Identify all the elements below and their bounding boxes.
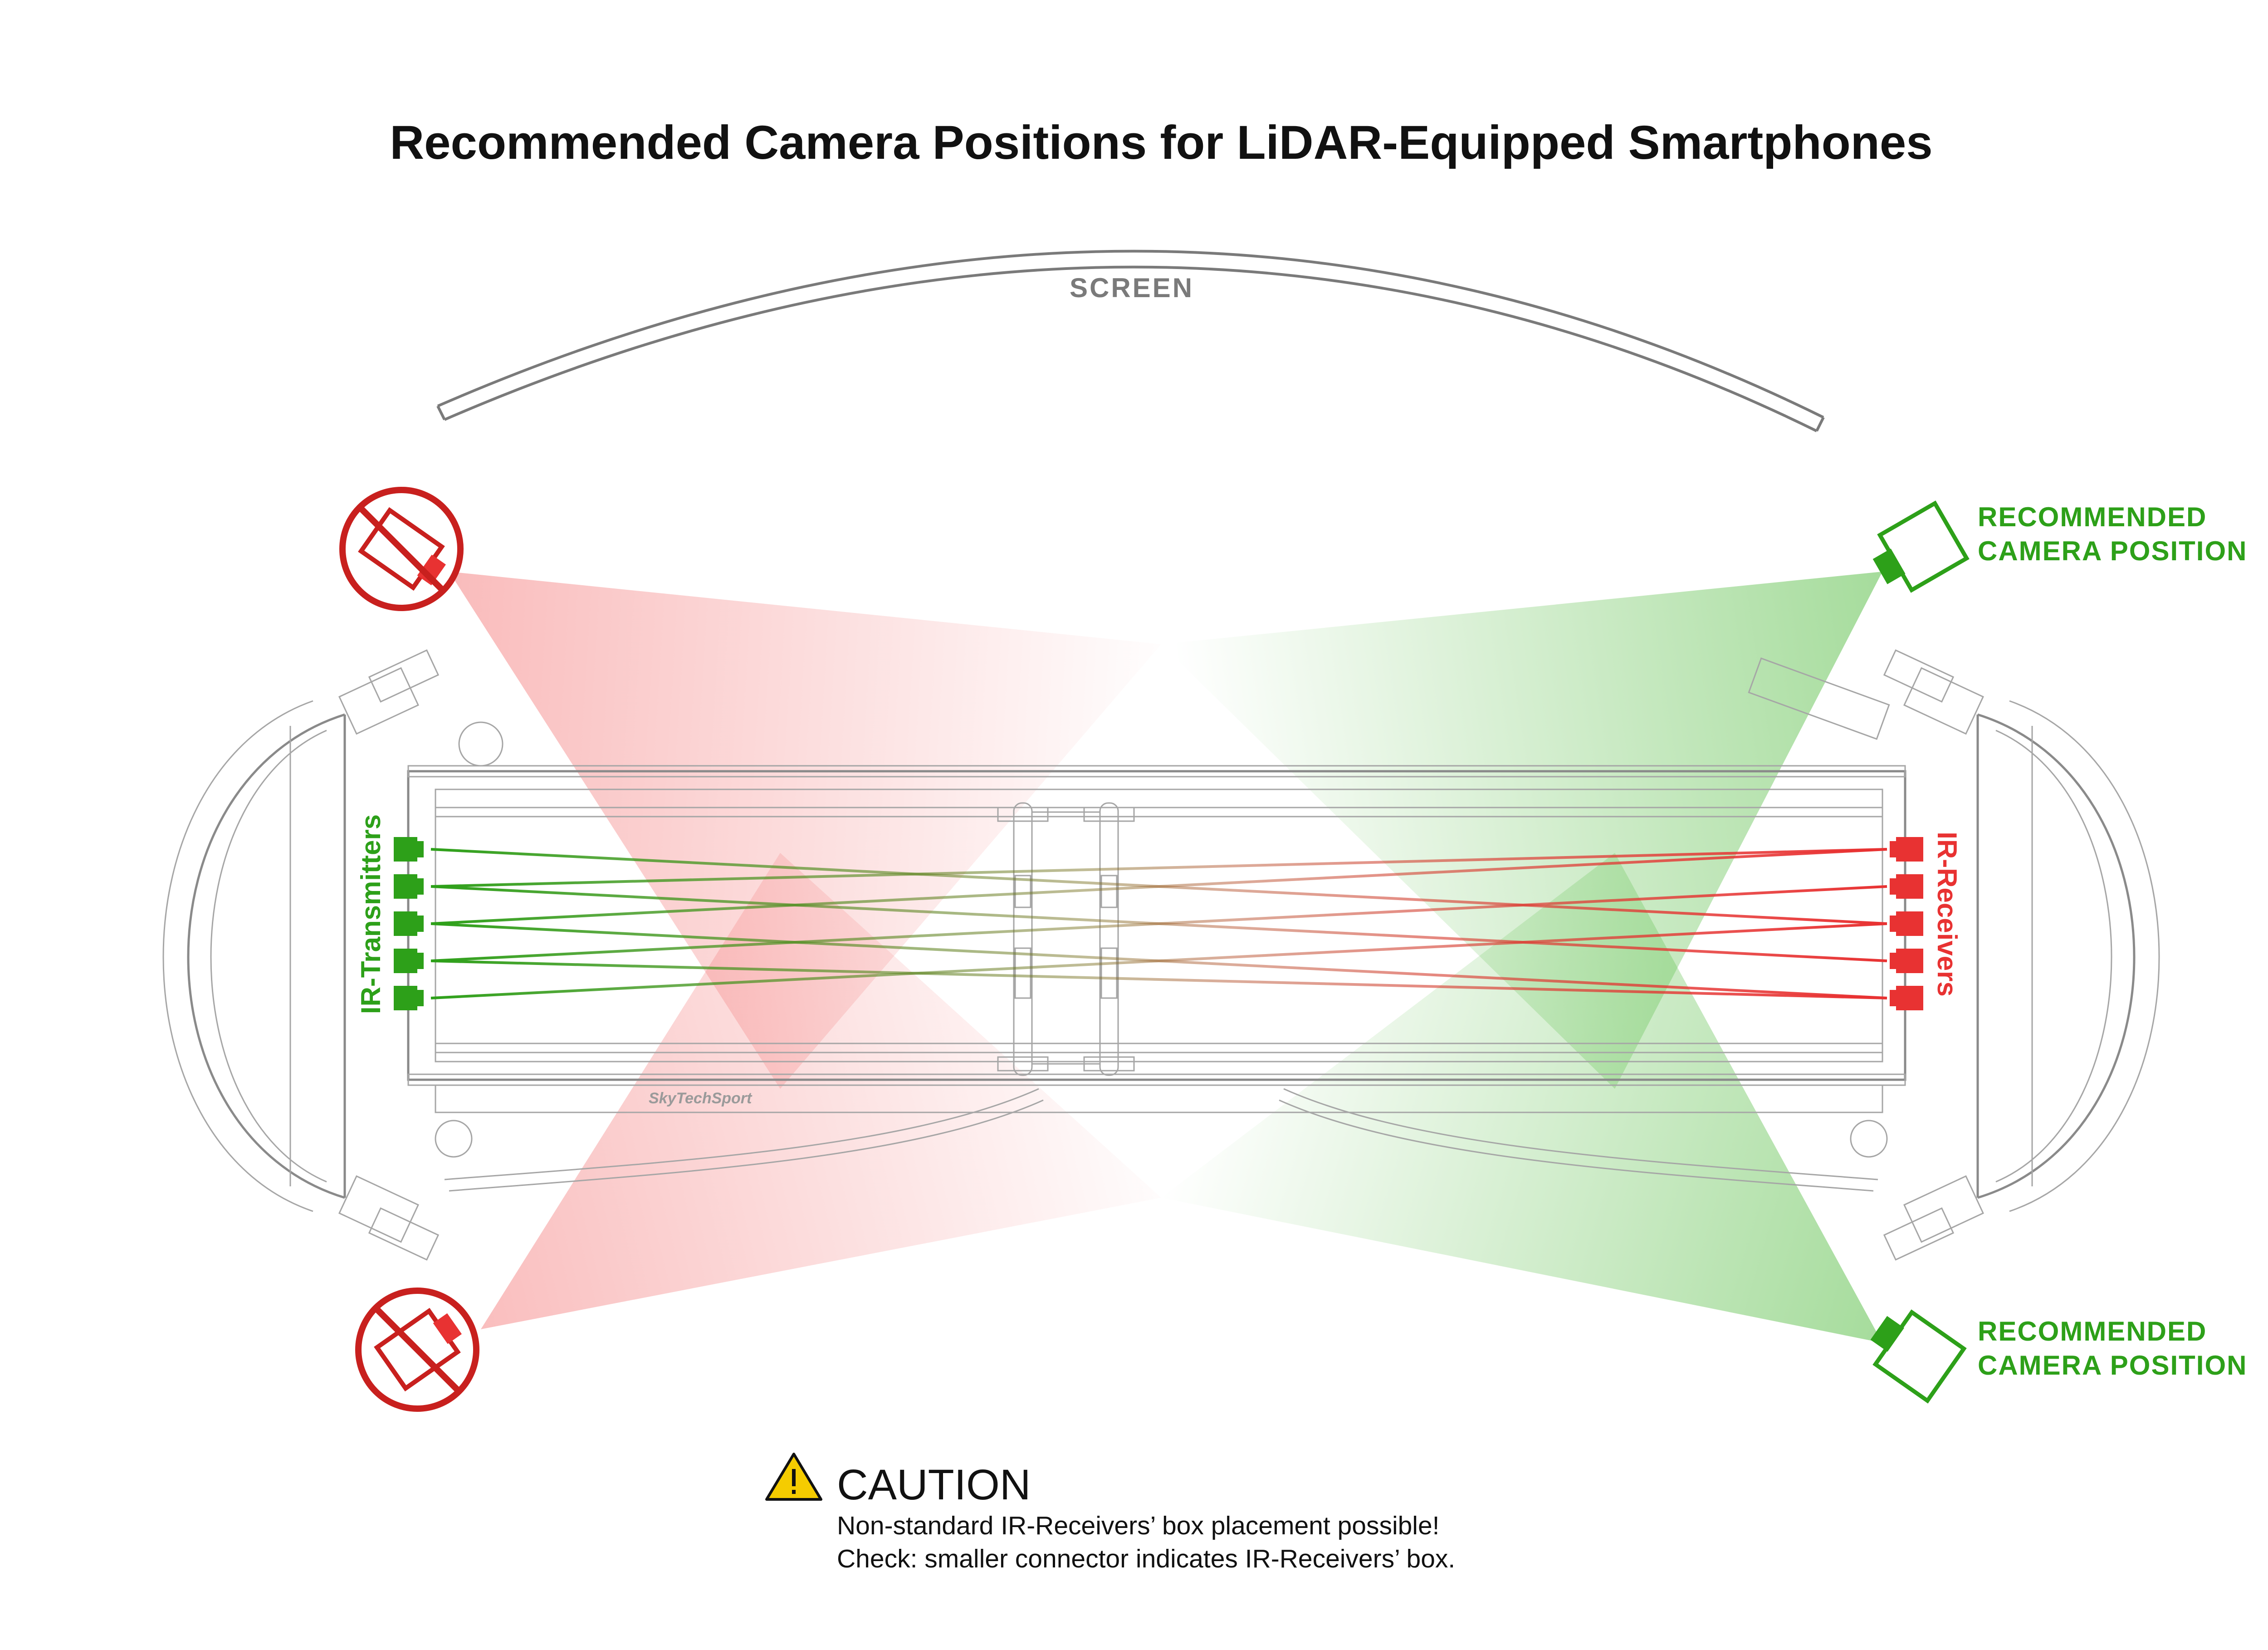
prohibited-camera-icon-bottom-left: [355, 1288, 479, 1412]
caution-title: CAUTION: [837, 1461, 1031, 1509]
ir-beam: [430, 848, 1887, 925]
ir-beam: [430, 960, 1887, 999]
ir-transmitter: [394, 986, 424, 1010]
corner-bracket-top-right: [1748, 649, 1984, 740]
fov-cone-top-right: [1161, 572, 1882, 1089]
brand-label: SkyTechSport: [649, 1090, 753, 1107]
ir-receiver: [1890, 874, 1923, 899]
ir-transmitters: [394, 837, 424, 1010]
screen-label: SCREEN: [1070, 273, 1194, 303]
ir-receiver: [1890, 837, 1923, 862]
fov-cone-bottom-left: [481, 853, 1161, 1329]
fov-cone-top-left: [449, 572, 1161, 1089]
ir-beam: [430, 922, 1887, 999]
warning-triangle-icon: [765, 1453, 822, 1501]
ir-beam: [430, 848, 1887, 888]
ir-receiver: [1890, 911, 1923, 936]
caution-line-1: Non-standard IR-Receivers’ box placement…: [837, 1511, 1440, 1540]
ir-transmitter: [394, 949, 424, 973]
recommended-label-bottom-line1: RECOMMENDED: [1978, 1316, 2207, 1346]
camera-icon-top-right: [1872, 500, 1970, 593]
ir-transmitter: [394, 837, 424, 862]
ir-beams: [430, 848, 1887, 999]
corner-bracket-top-left: [338, 649, 503, 767]
ir-beam: [430, 885, 1887, 962]
caution-line-2: Check: smaller connector indicates IR-Re…: [837, 1544, 1455, 1573]
ir-transmitter: [394, 911, 424, 936]
recommended-label-bottom-line2: CAMERA POSITION: [1978, 1350, 2247, 1381]
ir-receiver: [1890, 986, 1923, 1010]
recommended-label-top-line1: RECOMMENDED: [1978, 502, 2207, 532]
fov-cone-bottom-right: [1161, 853, 1882, 1343]
corner-bracket-bottom-right: [1850, 1120, 1984, 1261]
recommended-label-top: RECOMMENDED CAMERA POSITION: [1978, 502, 2247, 566]
ski-pair: [997, 802, 1135, 1076]
ir-receivers-label: IR-Receivers: [1932, 832, 1962, 997]
recommended-label-top-line2: CAMERA POSITION: [1978, 536, 2247, 566]
camera-icon-bottom-right: [1870, 1309, 1967, 1404]
corner-bracket-bottom-left: [338, 1120, 473, 1261]
ir-transmitter: [394, 874, 424, 899]
camera-fov-cones: [449, 572, 1882, 1343]
recommended-label-bottom: RECOMMENDED CAMERA POSITION: [1978, 1316, 2247, 1381]
ir-receivers: [1890, 837, 1923, 1010]
ir-transmitters-label: IR-Transmitters: [356, 814, 386, 1014]
simulator-frame: SkyTechSport: [162, 649, 2160, 1261]
ir-receiver: [1890, 949, 1923, 973]
screen: SCREEN: [436, 250, 1825, 432]
caution-block: CAUTION Non-standard IR-Receivers’ box p…: [765, 1453, 1455, 1573]
diagram-title: Recommended Camera Positions for LiDAR-E…: [390, 116, 1932, 169]
prohibited-camera-icon-top-left: [339, 487, 464, 611]
